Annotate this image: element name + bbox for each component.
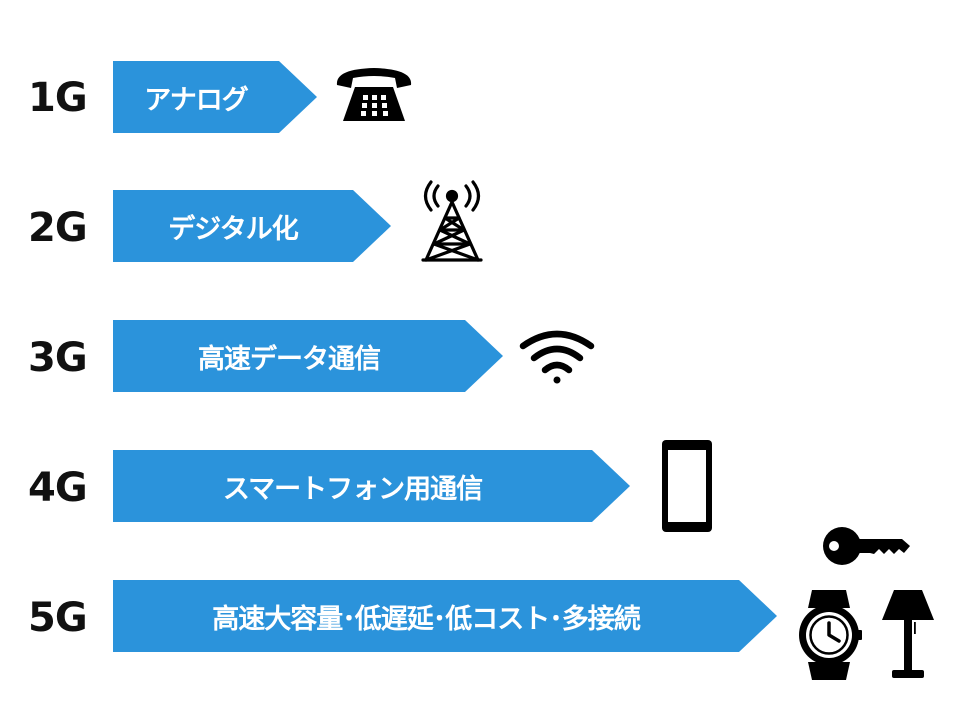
generation-label-1g: 1G	[28, 75, 88, 121]
key-icon	[823, 527, 910, 565]
generation-label-5g: 5G	[28, 595, 88, 641]
telephone-icon	[336, 68, 412, 121]
arrow-label-2g: デジタル化	[168, 213, 298, 245]
arrow-label-1g: アナログ	[144, 84, 248, 116]
arrow-label-4g: スマートフォン用通信	[222, 473, 483, 505]
floor-lamp-icon	[882, 590, 934, 678]
arrow-label-5g: 高速大容量･低遅延･低コスト･多接続	[212, 603, 640, 635]
smartphone-icon	[662, 440, 712, 532]
antenna-tower-icon	[421, 180, 483, 262]
generation-label-3g: 3G	[28, 335, 88, 381]
arrow-4g: スマートフォン用通信	[113, 450, 630, 522]
arrow-2g: デジタル化	[113, 190, 391, 262]
generation-label-2g: 2G	[28, 205, 88, 251]
arrow-label-3g: 高速データ通信	[198, 343, 380, 375]
generation-label-4g: 4G	[28, 465, 88, 511]
wristwatch-icon	[799, 590, 862, 680]
arrow-3g: 高速データ通信	[113, 320, 503, 392]
arrow-5g: 高速大容量･低遅延･低コスト･多接続	[113, 580, 777, 652]
arrow-1g: アナログ	[113, 61, 317, 133]
wifi-icon	[519, 330, 595, 384]
